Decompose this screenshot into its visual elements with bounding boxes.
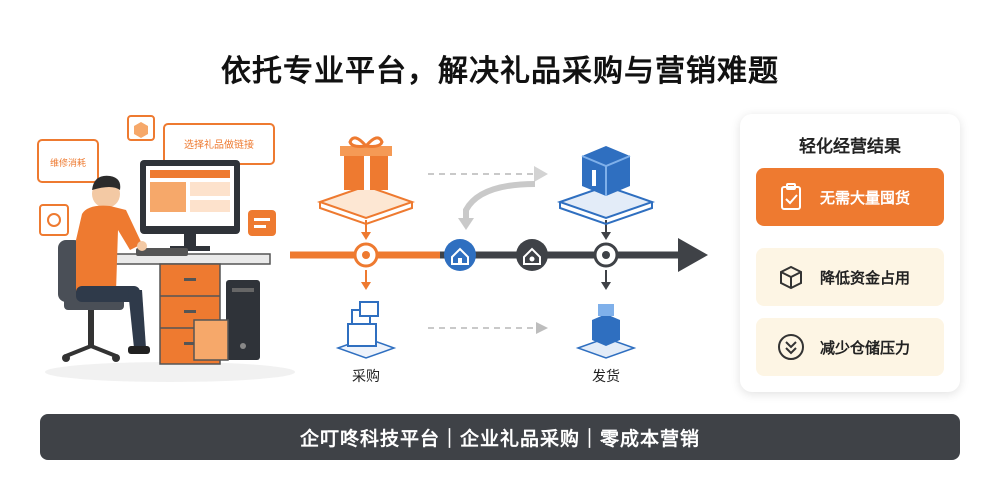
chevron-double-down-icon — [778, 334, 804, 360]
floor-box — [193, 319, 229, 361]
pc-tower — [226, 280, 260, 360]
gear-doc-icon — [39, 204, 69, 236]
node-warehouse-icon — [444, 239, 476, 271]
purchase-boxes-icon — [335, 301, 397, 359]
result-label: 无需大量囤货 — [820, 188, 911, 207]
box-icon — [780, 265, 802, 290]
result-less-storage: 减少仓储压力 — [756, 318, 944, 376]
blue-package-icon — [556, 146, 656, 226]
result-no-stock: 无需大量囤货 — [756, 168, 944, 226]
flow-diagram — [290, 136, 708, 359]
result-label: 降低资金占用 — [820, 268, 911, 287]
clipboard-check-icon — [781, 183, 801, 210]
note-text: 维修消耗 — [50, 157, 86, 169]
screen-label-text: 选择礼品做链接 — [184, 138, 254, 151]
page-title: 依托专业平台，解决礼品采购与营销难题 — [221, 54, 779, 89]
person-body — [76, 205, 142, 292]
results-title: 轻化经营结果 — [799, 137, 901, 157]
results-panel: 轻化经营结果 无需大量囤货 降低资金占用 减少仓储压力 — [740, 114, 960, 392]
floating-note: 维修消耗 — [37, 139, 99, 183]
result-label: 减少仓储压力 — [820, 338, 911, 357]
bottom-banner: 企叮咚科技平台｜企业礼品采购｜零成本营销 — [40, 414, 960, 460]
node-process-icon — [516, 239, 548, 271]
result-lower-capital: 降低资金占用 — [756, 248, 944, 306]
curved-connector — [463, 181, 536, 220]
purchase-label: 采购 — [352, 369, 380, 385]
chat-bubble-icon — [248, 210, 276, 236]
worker-illustration: 维修消耗 选择礼品做链接 — [37, 115, 295, 382]
gift-box-icon — [316, 136, 416, 226]
ship-package-icon — [575, 304, 637, 359]
ship-label: 发货 — [592, 369, 620, 385]
timeline-arrowhead — [678, 238, 708, 272]
